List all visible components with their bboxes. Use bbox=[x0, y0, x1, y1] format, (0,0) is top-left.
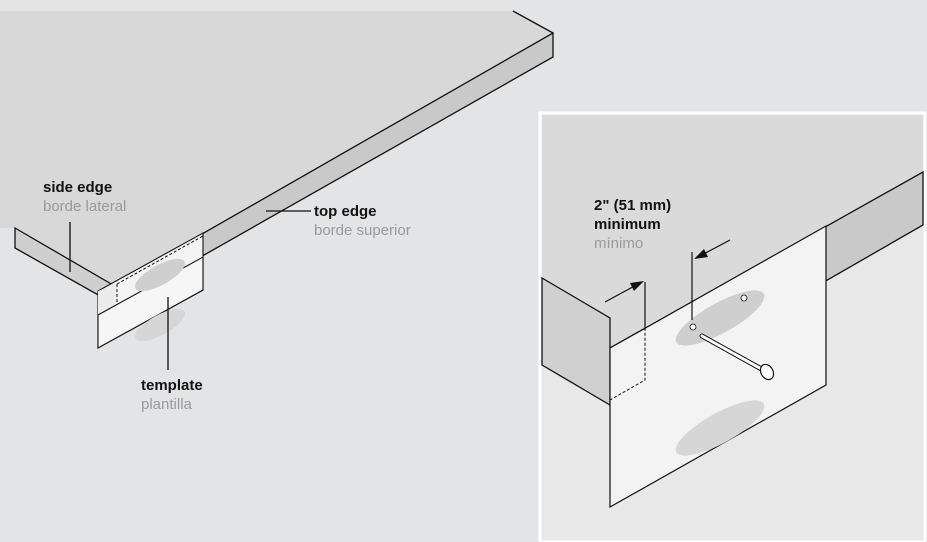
inset-template-hole-lower bbox=[675, 400, 765, 456]
side-edge-label-es: borde lateral bbox=[43, 198, 127, 215]
top-edge-label-es: borde superior bbox=[314, 222, 411, 239]
template-hole-lower bbox=[135, 308, 185, 342]
inset-hole-mark bbox=[689, 323, 697, 331]
template-label-en: template bbox=[141, 377, 203, 394]
template-fold-line bbox=[116, 235, 204, 285]
template-hole-upper bbox=[135, 258, 185, 292]
dimension-callout bbox=[604, 239, 731, 330]
inset-template-fold bbox=[609, 327, 646, 401]
countertop-left bbox=[0, 10, 554, 307]
screw bbox=[699, 333, 775, 381]
template-left bbox=[97, 232, 204, 349]
inset-hole-mark-2 bbox=[740, 294, 748, 302]
inset-template-hole-upper bbox=[675, 290, 765, 346]
template-label-es: plantilla bbox=[141, 396, 192, 413]
dimension-arrowhead-right bbox=[694, 249, 708, 259]
countertop-back-line bbox=[512, 10, 554, 34]
leader-lines-left bbox=[69, 210, 311, 370]
screw-head bbox=[759, 363, 775, 381]
side-edge-label: side edge borde lateral bbox=[43, 178, 126, 216]
minimum-label-line1: 2" (51 mm) bbox=[594, 197, 672, 214]
top-edge-label: top edge borde superior bbox=[314, 202, 411, 240]
minimum-label-line2: minimum bbox=[594, 216, 661, 233]
minimum-label: 2" (51 mm) minimum mínimo bbox=[594, 196, 671, 253]
inset-countertop-top bbox=[542, 115, 923, 348]
top-edge-label-en: top edge bbox=[314, 203, 377, 220]
inset-template-sheet bbox=[609, 224, 827, 509]
template-label: template plantilla bbox=[141, 376, 203, 414]
countertop-top-surface bbox=[0, 11, 553, 285]
dimension-arrowhead-left bbox=[630, 281, 644, 291]
minimum-label-es: mínimo bbox=[594, 235, 644, 252]
detail-inset bbox=[538, 111, 927, 542]
side-edge-label-en: side edge bbox=[43, 179, 113, 196]
screw-shaft-fill bbox=[700, 334, 767, 373]
